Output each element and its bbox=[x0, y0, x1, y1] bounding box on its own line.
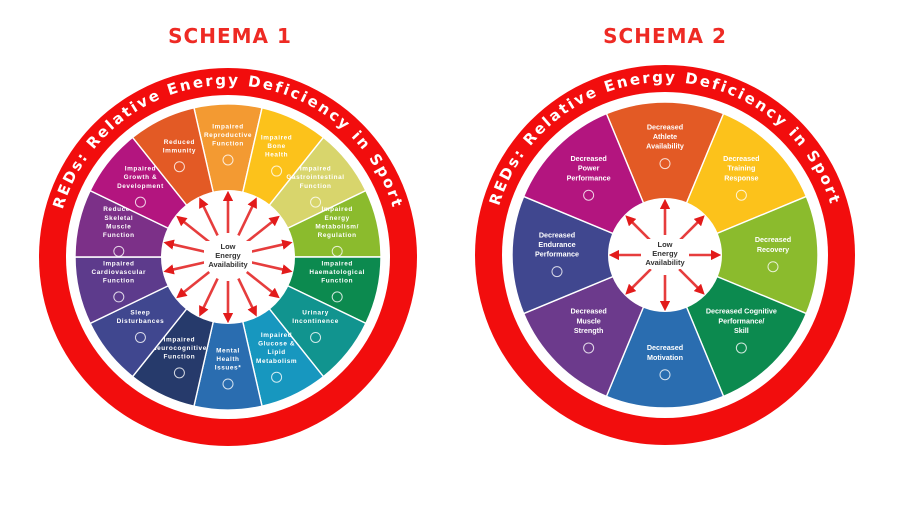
muscle-icon bbox=[583, 342, 595, 354]
schema-2-title: SCHEMA 2 bbox=[603, 24, 727, 48]
arrow-icon bbox=[176, 215, 211, 244]
arrow-icon bbox=[251, 261, 293, 275]
brain-icon bbox=[735, 342, 747, 354]
arrow-icon bbox=[678, 215, 705, 242]
height-measure-icon bbox=[134, 196, 146, 208]
heart-icon bbox=[113, 291, 125, 303]
blood-drop-icon bbox=[331, 291, 343, 303]
zzz-icon bbox=[134, 331, 146, 343]
arrow-icon bbox=[245, 270, 280, 299]
arrow-icon bbox=[176, 270, 211, 299]
arrow-icon bbox=[237, 197, 257, 236]
schema-1-title: SCHEMA 1 bbox=[168, 24, 292, 48]
virus-icon bbox=[173, 161, 185, 173]
arrow-icon bbox=[237, 278, 257, 317]
kidney-icon bbox=[310, 331, 322, 343]
team-icon bbox=[659, 158, 671, 170]
clipboard-clock-icon bbox=[735, 189, 747, 201]
arrow-icon bbox=[199, 278, 219, 317]
uterus-icon bbox=[222, 154, 234, 166]
segment-shape bbox=[605, 101, 725, 257]
arrow-icon bbox=[251, 239, 293, 253]
pancreas-icon bbox=[271, 371, 283, 383]
head-icon bbox=[222, 378, 234, 390]
bone-icon bbox=[271, 165, 283, 177]
runner-icon bbox=[551, 266, 563, 278]
muscle-icon bbox=[113, 245, 125, 257]
arrow-icon bbox=[625, 215, 652, 242]
arrow-icon bbox=[625, 268, 652, 295]
brain-icon bbox=[173, 367, 185, 379]
arrow-icon bbox=[199, 197, 219, 236]
segment-shape bbox=[605, 253, 725, 409]
segment-shape bbox=[663, 195, 819, 315]
segment-shape bbox=[511, 195, 667, 315]
arrow-icon bbox=[678, 268, 705, 295]
motivation-chart-icon bbox=[659, 369, 671, 381]
arrow-icon bbox=[245, 215, 280, 244]
schema-2-wheel: REDs: Relative Energy Deficiency in Spor… bbox=[475, 65, 855, 445]
schema-1-wheel: REDs: Relative Energy Deficiency in Spor… bbox=[39, 68, 417, 446]
intestine-icon bbox=[310, 196, 322, 208]
battery-recharge-icon bbox=[767, 261, 779, 273]
arrow-icon bbox=[163, 261, 205, 275]
arrow-icon bbox=[163, 239, 205, 253]
dumbbell-icon bbox=[583, 189, 595, 201]
